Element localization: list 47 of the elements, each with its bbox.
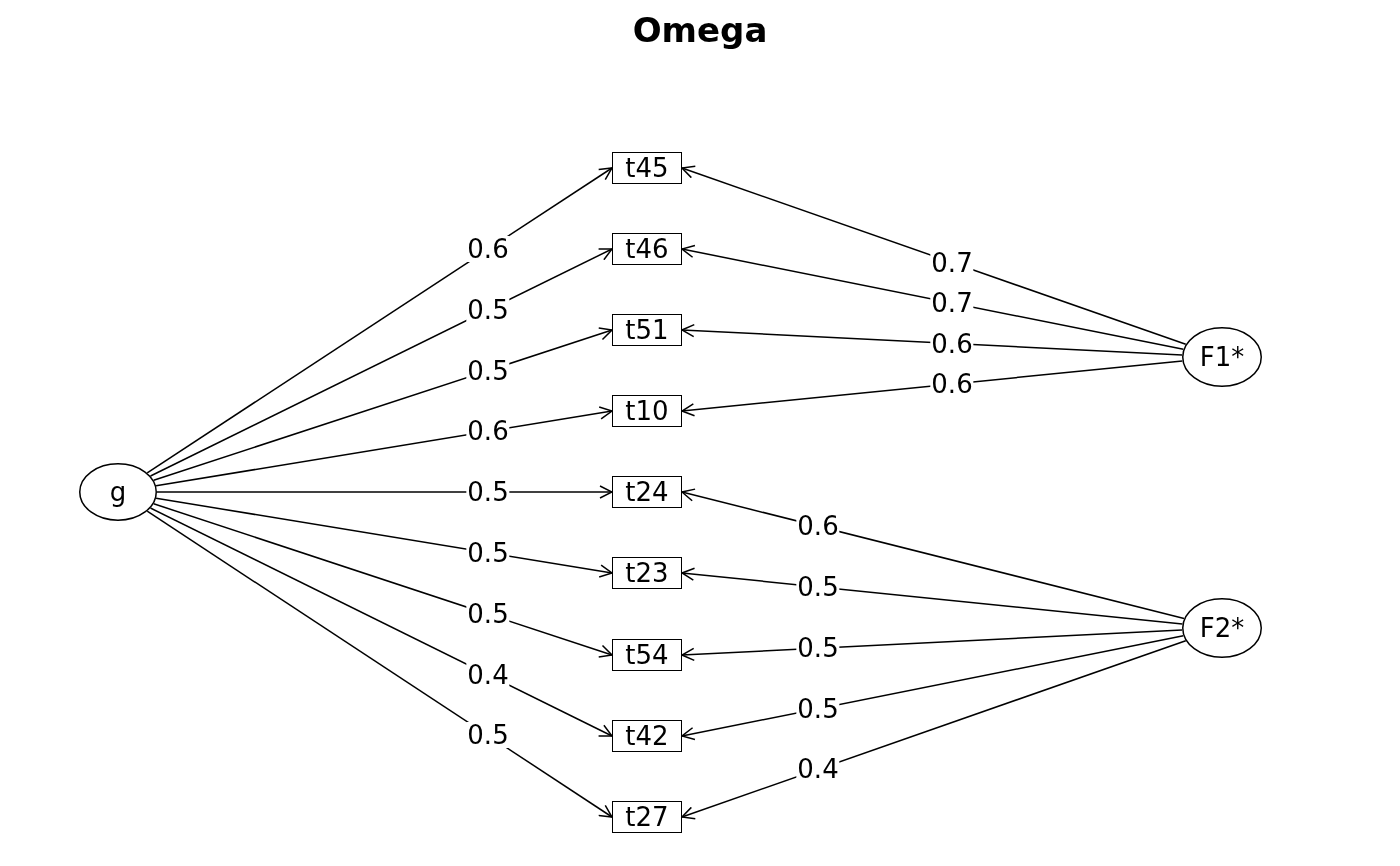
variable-box <box>612 557 682 589</box>
edge-label: 0.4 <box>466 661 510 688</box>
variable-box <box>612 314 682 346</box>
node-label: t46 <box>625 236 669 262</box>
variable-box <box>612 476 682 508</box>
arrow <box>149 248 613 477</box>
node-label: g <box>109 479 127 505</box>
node-label: t24 <box>625 479 669 505</box>
edge-label: 0.6 <box>466 236 510 263</box>
variable-box <box>612 152 682 184</box>
node-label: t23 <box>625 560 669 586</box>
arrow <box>152 503 613 658</box>
variable-box <box>612 720 682 752</box>
arrow <box>681 639 1187 820</box>
arrow <box>681 323 1183 356</box>
arrow <box>155 406 613 487</box>
arrow <box>146 510 613 818</box>
edge-label: 0.5 <box>466 722 510 749</box>
arrow <box>681 360 1184 417</box>
arrow <box>681 567 1184 625</box>
latent-ellipse <box>1182 598 1262 658</box>
arrow <box>681 629 1183 662</box>
edge-label: 0.5 <box>466 297 510 323</box>
arrow <box>681 488 1185 620</box>
latent-ellipse <box>1182 327 1262 387</box>
node-label: t10 <box>625 398 669 424</box>
node-label: F2* <box>1199 615 1245 641</box>
arrow <box>146 167 613 474</box>
arrow <box>681 244 1185 350</box>
variable-box <box>612 639 682 671</box>
variable-box <box>612 801 682 833</box>
node-label: t27 <box>625 804 669 830</box>
variable-box <box>612 395 682 427</box>
arrow <box>149 507 613 737</box>
arrow <box>156 485 613 499</box>
arrow <box>681 165 1187 346</box>
arrow <box>681 635 1185 741</box>
node-label: t42 <box>625 723 669 749</box>
node-label: F1* <box>1199 344 1245 370</box>
latent-ellipse <box>79 463 157 521</box>
node-label: t45 <box>625 155 669 181</box>
node-label: t54 <box>625 642 669 668</box>
node-label: t51 <box>625 317 669 343</box>
arrow <box>152 327 613 482</box>
arrow <box>155 497 613 578</box>
variable-box <box>612 233 682 265</box>
diagram-title: Omega <box>631 10 769 50</box>
